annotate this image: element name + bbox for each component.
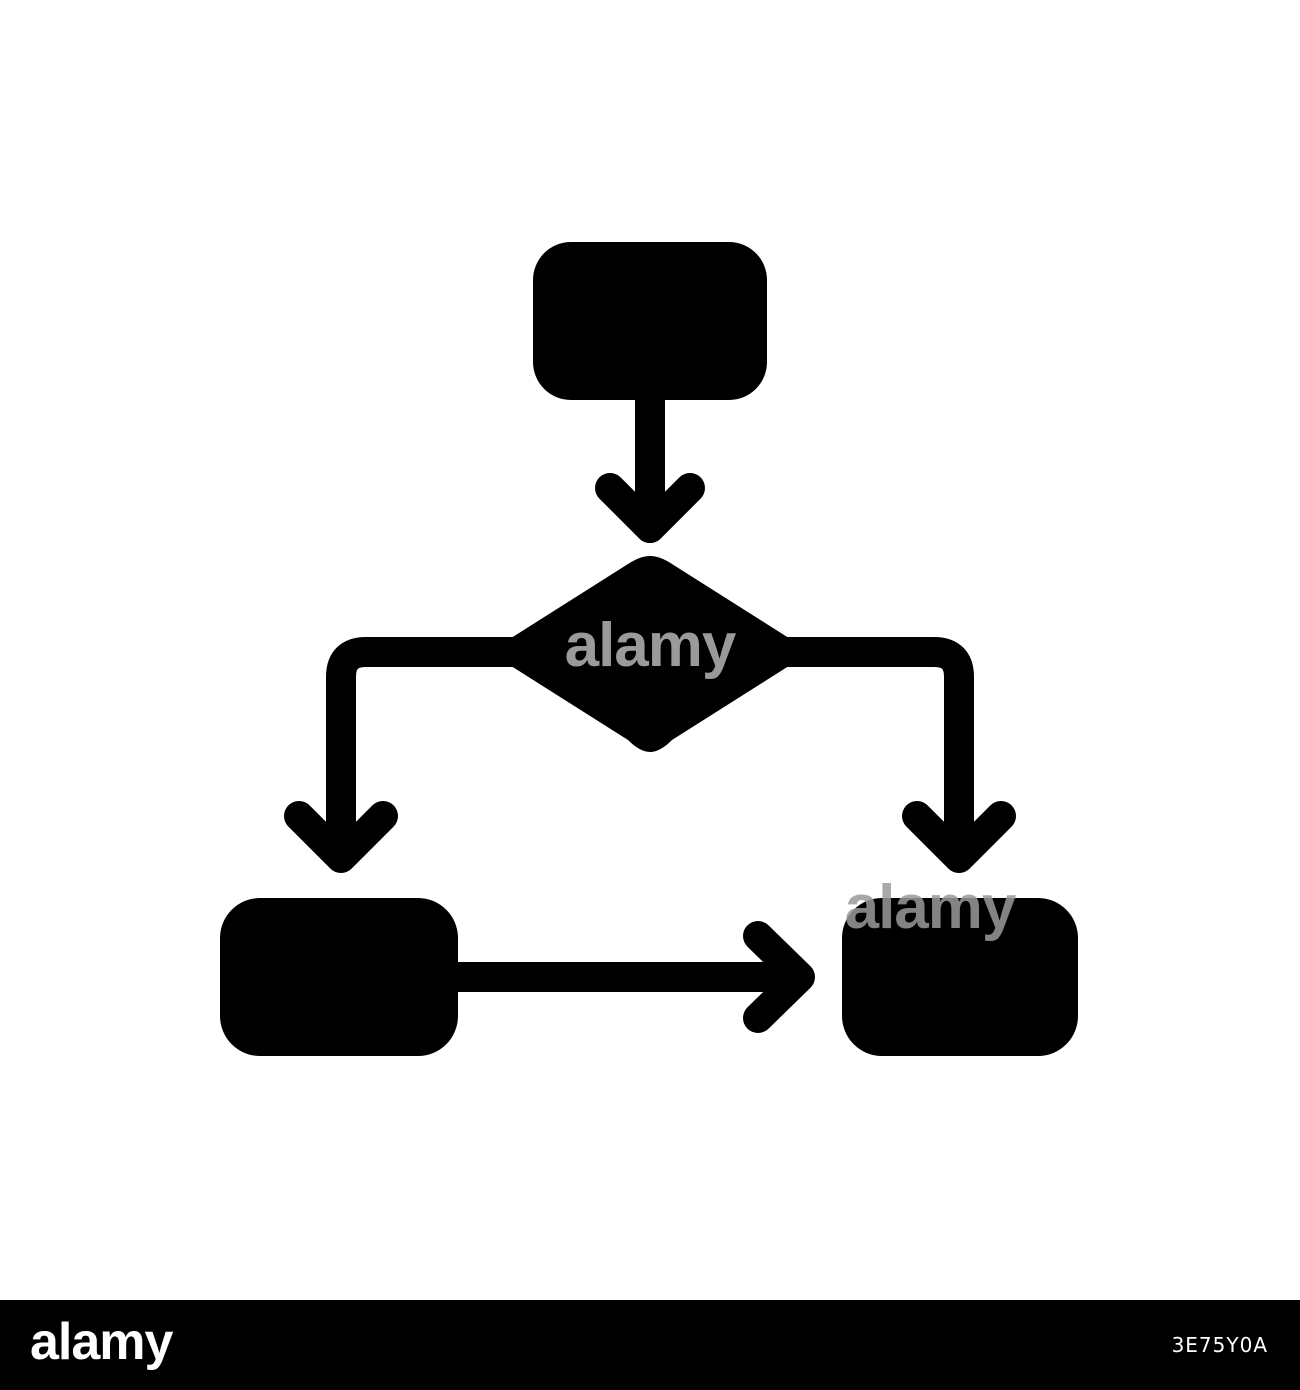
bottom-right-process-box bbox=[842, 898, 1078, 1056]
right-branch-arrowhead bbox=[902, 801, 1016, 873]
watermark-center-text: alamy bbox=[565, 611, 737, 680]
left-branch-arrowhead bbox=[284, 801, 398, 873]
top-connector-arrowhead bbox=[595, 473, 705, 543]
right-branch-connector bbox=[773, 637, 974, 865]
footer-brand-logo: alamy bbox=[30, 1313, 173, 1371]
bottom-connector-arrowhead bbox=[743, 921, 815, 1033]
footer-bar: alamy 3E75Y0A bbox=[0, 1300, 1300, 1390]
decision-diamond bbox=[501, 556, 799, 752]
watermark-node-text: alamy bbox=[845, 873, 1017, 942]
flowchart-icon: alamy alamy bbox=[220, 242, 1078, 1056]
footer-image-id: 3E75Y0A bbox=[1171, 1333, 1268, 1357]
bottom-left-process-box bbox=[220, 898, 458, 1056]
top-process-box bbox=[533, 242, 767, 400]
left-branch-connector bbox=[326, 637, 527, 865]
